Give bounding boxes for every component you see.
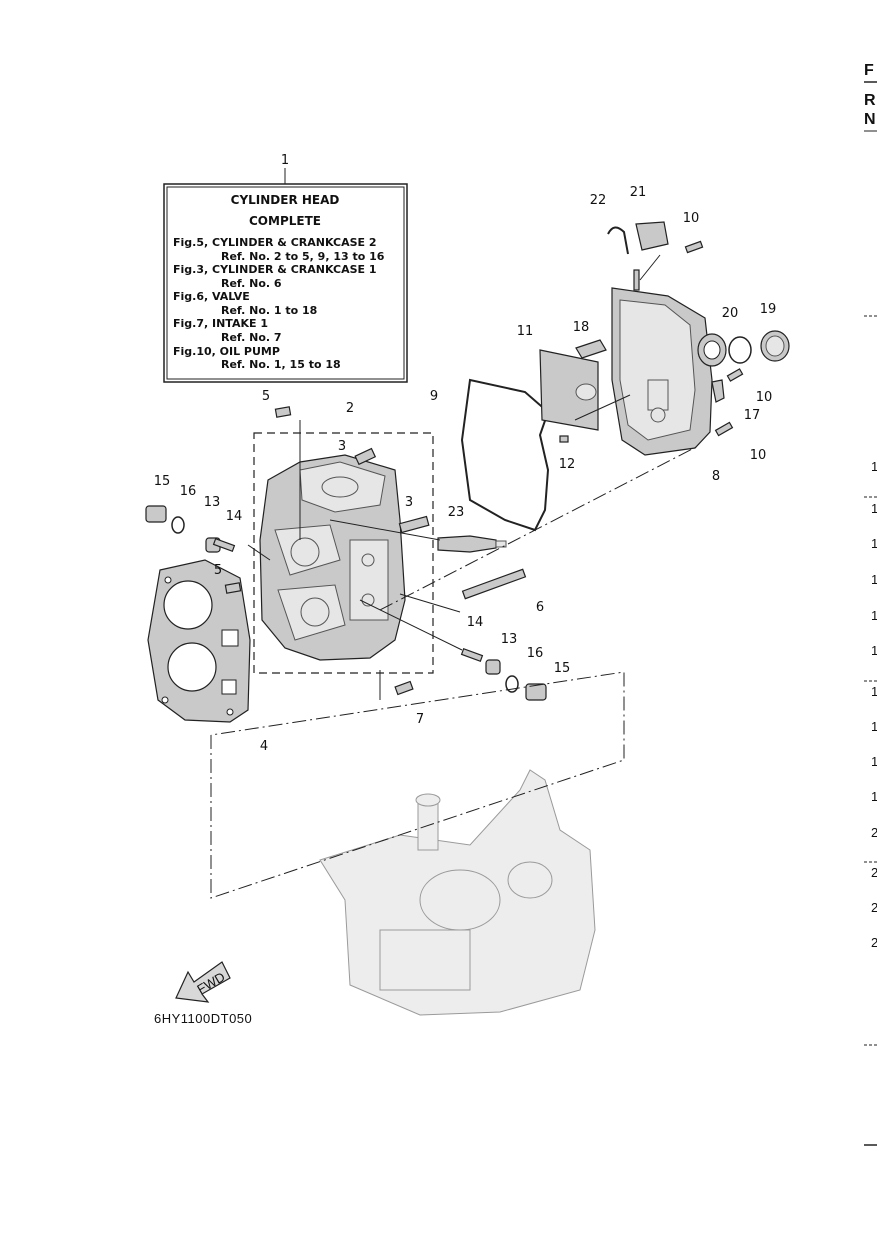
fwd-arrow: FWD xyxy=(175,961,231,1003)
callout-15: 15 xyxy=(554,661,571,676)
callout-14: 14 xyxy=(467,615,484,630)
box-line: Fig.10, OIL PUMP xyxy=(173,345,280,358)
box-line: Fig.5, CYLINDER & CRANKCASE 2 xyxy=(173,236,377,249)
edge-digit: 2 xyxy=(871,935,877,950)
breather-plate-drawing xyxy=(539,349,599,431)
callout-4: 4 xyxy=(260,739,268,754)
edge-digit: 1 xyxy=(871,608,877,623)
assembly-outline xyxy=(253,432,434,674)
callout-6: 6 xyxy=(536,600,544,615)
edge-letter: R xyxy=(864,92,876,109)
box-line: Ref. No. 6 xyxy=(221,277,282,290)
callout-18: 18 xyxy=(573,320,590,335)
small-parts xyxy=(145,221,790,701)
callout-numbers: 1 2 3 3 4 5 5 6 7 8 9 10 10 10 11 12 13 … xyxy=(154,153,777,754)
callout-13: 13 xyxy=(204,495,221,510)
box-line: Ref. No. 7 xyxy=(221,331,282,344)
callout-10: 10 xyxy=(756,390,773,405)
callout-21: 21 xyxy=(630,185,647,200)
box-line: Ref. No. 1, 15 to 18 xyxy=(221,358,341,371)
callout-22: 22 xyxy=(590,193,607,208)
box-line: Fig.7, INTAKE 1 xyxy=(173,317,268,330)
box-line: Ref. No. 2 to 5, 9, 13 to 16 xyxy=(221,250,385,263)
box-line: Ref. No. 1 to 18 xyxy=(221,304,317,317)
callout-15: 15 xyxy=(154,474,171,489)
callout-10: 10 xyxy=(750,448,767,463)
callout-1: 1 xyxy=(281,153,289,168)
edge-digit: 1 xyxy=(871,789,877,804)
callout-7: 7 xyxy=(416,712,424,727)
cover-gasket-drawing xyxy=(460,378,550,532)
edge-digit: 1 xyxy=(871,536,877,551)
edge-digit: 1 xyxy=(871,719,877,734)
callout-20: 20 xyxy=(722,306,739,321)
edge-digit: 2 xyxy=(871,865,877,880)
cylinder-head-drawing xyxy=(259,454,406,661)
edge-digit: 1 xyxy=(871,459,877,474)
callout-14: 14 xyxy=(226,509,243,524)
callout-3: 3 xyxy=(405,495,413,510)
info-box: CYLINDER HEAD COMPLETE Fig.5, CYLINDER &… xyxy=(163,183,408,383)
edge-digit: 2 xyxy=(871,825,877,840)
edge-digit: 1 xyxy=(871,754,877,769)
head-cover-drawing xyxy=(611,269,727,456)
head-gasket-drawing xyxy=(147,559,251,723)
right-edge-table: F R N 1 1 1 1 1 1 1 1 1 1 2 2 2 2 xyxy=(864,62,877,1146)
edge-letter: N xyxy=(864,111,876,128)
callout-5: 5 xyxy=(214,563,222,578)
callout-10: 10 xyxy=(683,211,700,226)
box-title-2: COMPLETE xyxy=(249,214,321,228)
crankcase-ghost-drawing xyxy=(319,769,596,1016)
callout-12: 12 xyxy=(559,457,576,472)
callout-23: 23 xyxy=(448,505,465,520)
callout-19: 19 xyxy=(760,302,777,317)
callout-9: 9 xyxy=(430,389,438,404)
edge-digit: 1 xyxy=(871,501,877,516)
callout-11: 11 xyxy=(517,324,534,339)
box-title-1: CYLINDER HEAD xyxy=(231,193,340,207)
box-line: Fig.3, CYLINDER & CRANKCASE 1 xyxy=(173,263,377,276)
box-line: Fig.6, VALVE xyxy=(173,290,250,303)
callout-5: 5 xyxy=(262,389,270,404)
callout-3: 3 xyxy=(338,439,346,454)
callout-16: 16 xyxy=(180,484,197,499)
edge-digit: 1 xyxy=(871,684,877,699)
callout-13: 13 xyxy=(501,632,518,647)
edge-digit: 2 xyxy=(871,900,877,915)
callout-16: 16 xyxy=(527,646,544,661)
callout-17: 17 xyxy=(744,408,761,423)
edge-digit: 1 xyxy=(871,572,877,587)
edge-letter: F xyxy=(864,62,874,79)
assembly-line xyxy=(210,671,625,899)
callout-8: 8 xyxy=(712,469,720,484)
drawing-code: 6HY1100DT050 xyxy=(154,1011,252,1026)
callout-2: 2 xyxy=(346,401,354,416)
edge-digit: 1 xyxy=(871,643,877,658)
